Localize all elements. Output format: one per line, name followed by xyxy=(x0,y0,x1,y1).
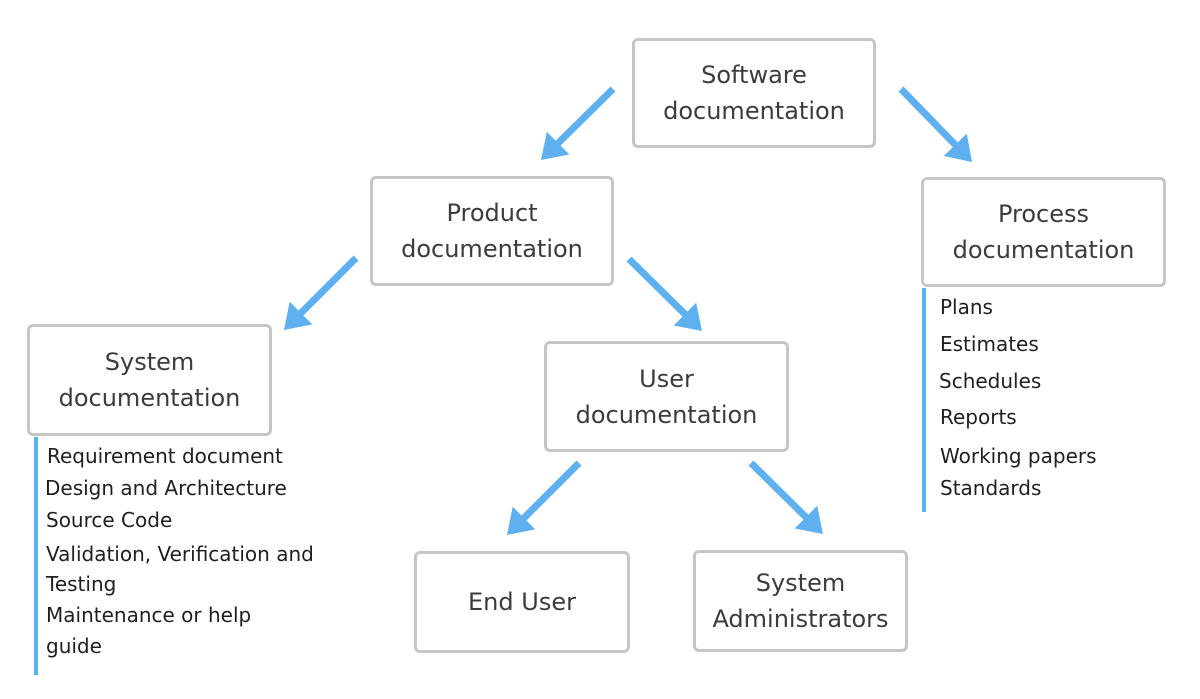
list-item: Design and Architecture xyxy=(45,476,287,500)
system-administrators-node: System Administrators xyxy=(693,550,908,652)
end-user-label: End User xyxy=(468,588,576,616)
arrow-shaft xyxy=(554,86,616,148)
list-item: Testing xyxy=(46,572,117,596)
software-documentation-node: Software documentation xyxy=(632,38,876,148)
arrow-shaft xyxy=(748,460,810,522)
product-documentation-node: Product documentation xyxy=(370,176,614,286)
system-documentation-node: System documentation xyxy=(27,324,272,436)
arrow-shaft xyxy=(626,256,689,319)
arrow-shaft xyxy=(520,460,582,522)
software-documentation-label: Software documentation xyxy=(663,61,845,125)
process-list-bar xyxy=(922,288,926,512)
list-item: Schedules xyxy=(939,369,1042,393)
system-documentation-label: System documentation xyxy=(58,348,241,412)
arrow-head xyxy=(794,505,823,534)
list-item: guide xyxy=(46,634,102,658)
product-documentation-label: Product documentation xyxy=(401,199,583,263)
list-item: Validation, Verification and xyxy=(46,542,314,566)
arrow-head xyxy=(507,506,536,535)
list-item: Estimates xyxy=(940,332,1039,356)
end-user-node: End User xyxy=(414,551,630,653)
system-documentation-list: Requirement document Design and Architec… xyxy=(34,437,364,675)
list-item: Maintenance or help xyxy=(46,603,252,627)
list-item: Requirement document xyxy=(47,444,283,468)
system-list-bar xyxy=(34,437,38,675)
arrow-product-to-system xyxy=(284,255,359,330)
list-item: Working papers xyxy=(940,444,1097,468)
user-documentation-node: User documentation xyxy=(544,341,789,452)
arrow-user-to-sysadmins xyxy=(748,460,823,534)
process-documentation-list: Plans Estimates Schedules Reports Workin… xyxy=(922,288,1132,512)
arrow-product-to-user xyxy=(626,256,702,331)
arrow-head xyxy=(284,301,313,330)
process-documentation-label: Process documentation xyxy=(952,200,1135,264)
arrow-shaft xyxy=(898,86,960,149)
arrow-user-to-end-user xyxy=(507,460,582,535)
process-documentation-node: Process documentation xyxy=(921,177,1166,287)
list-item: Reports xyxy=(940,405,1017,429)
arrow-shaft xyxy=(297,255,359,317)
system-administrators-label: System Administrators xyxy=(712,569,889,633)
list-item: Source Code xyxy=(46,508,173,532)
arrow-head xyxy=(541,131,570,160)
arrow-software-to-product xyxy=(541,86,616,160)
arrow-head xyxy=(943,133,972,162)
list-item: Plans xyxy=(940,295,993,319)
user-documentation-label: User documentation xyxy=(575,364,758,429)
arrow-head xyxy=(673,302,702,331)
list-item: Standards xyxy=(940,476,1042,500)
arrow-software-to-process xyxy=(898,86,972,162)
